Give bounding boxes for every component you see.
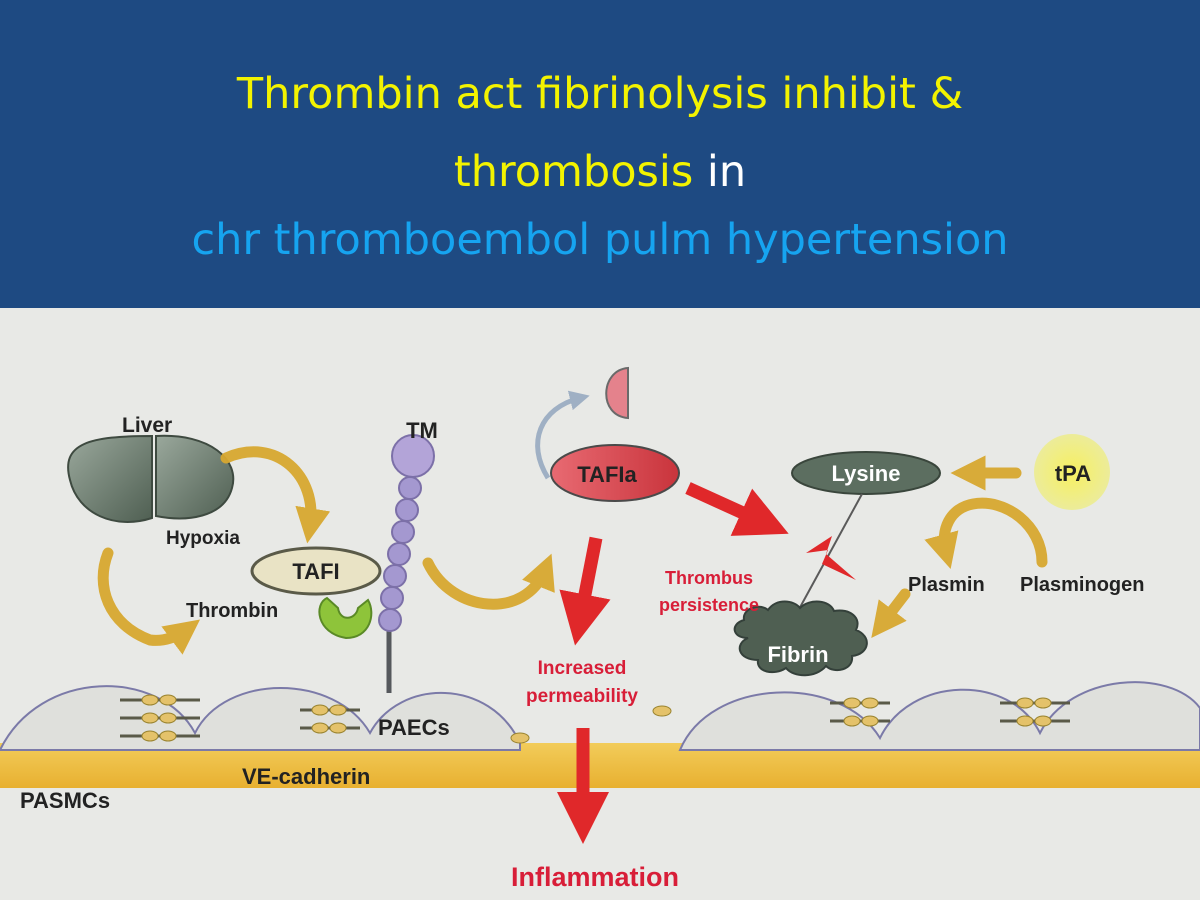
label-tafia: TAFIa: [577, 462, 637, 487]
plasminogen-to-plasmin-arrow: [924, 497, 1048, 569]
tafia-to-lysine-block-arrow: [685, 482, 789, 536]
liver-icon: [67, 434, 235, 523]
diagram-background: [0, 308, 1200, 900]
title-line-1: Thrombin act fibrinolysis inhibit &: [236, 69, 964, 119]
label-thrombus: Thrombus: [665, 568, 753, 588]
liver-to-tafi-arrow: [220, 446, 331, 544]
label-inflammation: Inflammation: [511, 862, 679, 892]
label-lysine: Lysine: [832, 461, 901, 486]
tafi-node: [250, 546, 382, 596]
tm-icon: [378, 434, 435, 693]
plasmin-to-fibrin-arrow: [871, 588, 911, 638]
label-thrombin: Thrombin: [186, 600, 278, 622]
label-permeability: permeability: [526, 686, 638, 707]
label-ve-cadherin: VE-cadherin: [242, 764, 370, 789]
red-arrows: [557, 482, 789, 844]
tpa-node: [1034, 434, 1110, 510]
label-liver: Liver: [122, 414, 172, 437]
label-tafi: TAFI: [292, 559, 339, 584]
lysine-node: [791, 451, 941, 495]
gold-arrows: [97, 446, 1048, 655]
label-tpa: tPA: [1055, 461, 1091, 486]
label-persistence: persistence: [659, 595, 759, 615]
fibrin-node: [733, 600, 868, 677]
block-lightning-icon: [806, 536, 856, 580]
label-tm: TM: [406, 418, 438, 443]
title-in: in: [693, 147, 747, 197]
label-pasmcs: PASMCs: [20, 788, 110, 813]
title-banner: Thrombin act fibrinolysis inhibit & thro…: [0, 0, 1200, 308]
label-paecs: PAECs: [378, 715, 450, 740]
tafia-node: [550, 444, 680, 502]
endothelial-cell-layer: [0, 681, 1200, 751]
tafia-to-permeability-arrow: [559, 536, 611, 646]
title-line-2: thrombosis in: [0, 146, 1200, 198]
semicircle-icon: [605, 366, 629, 420]
pathway-diagram: Liver Hypoxia Thrombin TAFI TM TAFIa Pla…: [0, 308, 1200, 900]
label-plasmin: Plasmin: [908, 574, 985, 596]
recycle-arrow: [535, 390, 590, 480]
title-highlight-thrombosis: thrombosis: [453, 147, 694, 197]
label-plasminogen: Plasminogen: [1020, 574, 1144, 596]
thrombin-icon: [318, 596, 373, 640]
thrombin-loop-arrow: [97, 547, 201, 655]
label-increased: Increased: [538, 658, 627, 679]
label-hypoxia: Hypoxia: [166, 528, 240, 549]
label-fibrin: Fibrin: [767, 642, 828, 667]
title-line-3: chr thromboembol pulm hypertension: [191, 215, 1009, 265]
ve-cadherin-proteins: [141, 694, 1052, 744]
tafi-activation-arrow: [422, 553, 555, 610]
